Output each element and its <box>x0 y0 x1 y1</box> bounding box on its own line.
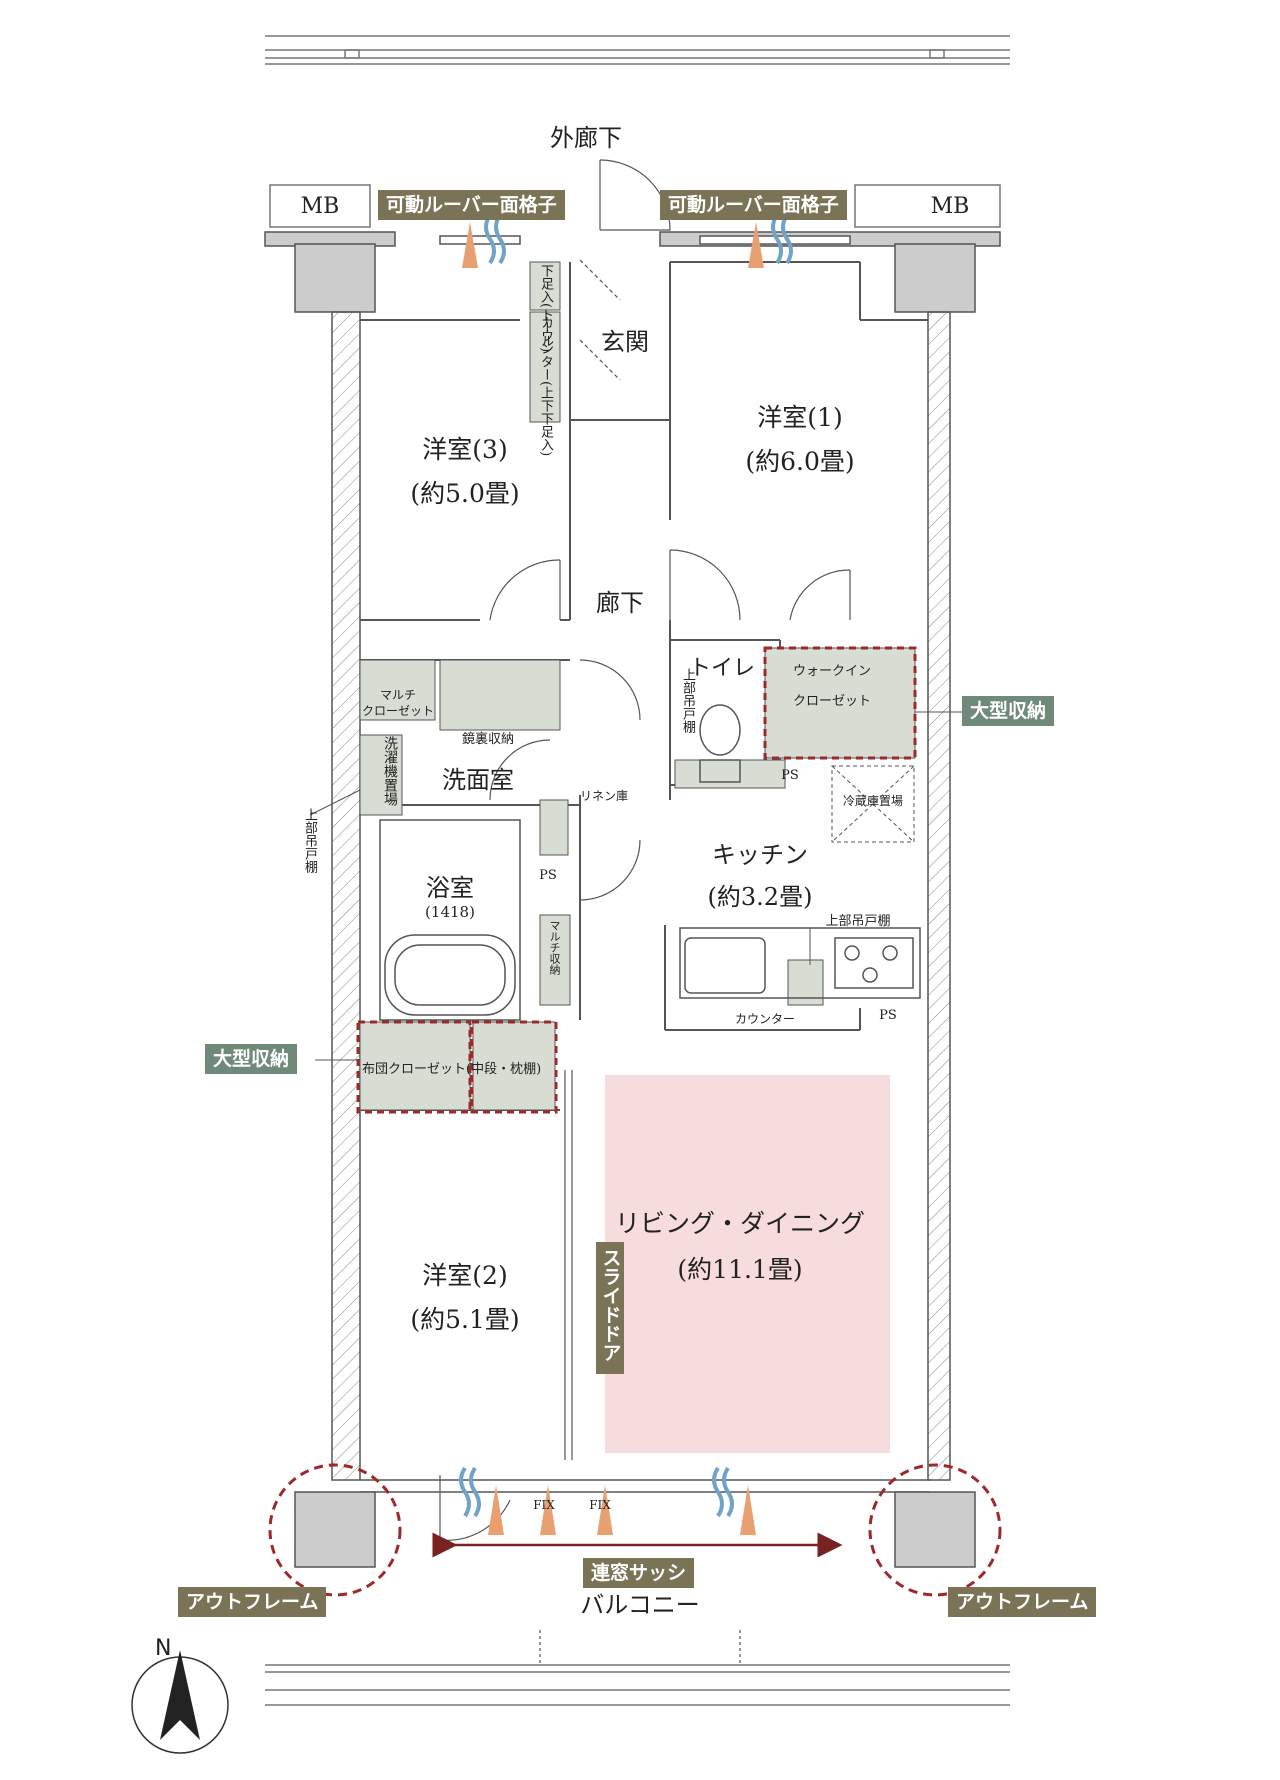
bathroom-name: 浴室 <box>426 874 474 902</box>
airflow-arrows-bottom <box>459 1466 756 1535</box>
multi-closet-label-2: クローゼット <box>361 704 435 718</box>
column-bottom-right <box>894 1491 976 1568</box>
walkin-label-2: クローゼット <box>792 694 872 709</box>
large-storage-left-tag: 大型収納 <box>205 1044 298 1074</box>
kitchen-area: (約3.2畳) <box>707 883 813 911</box>
linen-label: リネン庫 <box>580 789 629 803</box>
callout-lines <box>309 711 965 1061</box>
compass <box>131 1650 229 1754</box>
balcony-label: バルコニー <box>580 1591 700 1619</box>
ldk-name: リビング・ダイニング <box>614 1209 866 1238</box>
futon-label: 布団クローゼット(中段・枕棚) <box>362 1062 542 1077</box>
column-top-right <box>894 243 976 313</box>
counter-label: カウンター <box>734 1012 796 1026</box>
large-storage-outlines <box>356 646 917 1114</box>
mirror-storage-label: 鏡裏収納 <box>461 732 515 747</box>
window-sash-line <box>360 1479 930 1493</box>
ps-label-1: PS <box>781 768 799 783</box>
multi-closet-label-1: マルチ <box>379 688 417 702</box>
fridge-label: 冷蔵庫置場 <box>842 794 904 808</box>
bathtub <box>379 819 521 1021</box>
room3-area: (約5.0畳) <box>410 479 520 508</box>
entrance-label: 玄関 <box>601 328 649 356</box>
ps-label-2: PS <box>539 868 557 883</box>
ldk-area: (約11.1畳) <box>677 1255 803 1284</box>
slide-door-tag: スライドドア <box>596 1242 624 1374</box>
ps-label-3: PS <box>879 1008 897 1023</box>
room2-name: 洋室(2) <box>422 1261 508 1290</box>
slide-door-tag-text: スライドドア <box>599 1248 622 1362</box>
kitchen-name: キッチン <box>712 841 808 869</box>
louver-right-tag: 可動ルーバー面格子 <box>660 190 847 220</box>
room2-area: (約5.1畳) <box>410 1305 520 1334</box>
outframe-right-tag: アウトフレーム <box>948 1587 1097 1617</box>
top-label: 外廊下 <box>550 124 622 152</box>
walkin-label-1: ウォークイン <box>792 664 872 679</box>
large-storage-right-tag: 大型収納 <box>962 696 1055 726</box>
outframe-circle-right <box>868 1463 1002 1597</box>
room1-area: (約6.0畳) <box>745 447 855 476</box>
window-sash-tag: 連窓サッシ <box>583 1558 695 1588</box>
airflow-arrows-top <box>462 213 793 268</box>
outframe-circle-left <box>268 1463 402 1597</box>
ldk-area <box>605 1075 890 1453</box>
mb-right-label: MB <box>930 194 970 219</box>
upper-cabinet-kitchen-label: 上部吊戸棚 <box>825 914 891 929</box>
upper-cabinet-wall-label: 上部吊戸棚 <box>302 808 317 873</box>
corridor-label: 廊下 <box>596 589 644 617</box>
wall-right <box>927 311 951 1481</box>
slide-door-rail <box>564 1070 573 1460</box>
mb-left-label: MB <box>300 194 340 219</box>
column-bottom-left <box>294 1491 376 1568</box>
washer-label: 洗濯機置場 <box>382 736 398 806</box>
outframe-left-tag: アウトフレーム <box>178 1587 327 1617</box>
front-wall <box>264 231 1001 247</box>
column-top-left <box>294 243 376 313</box>
mb-box-right <box>854 184 1001 228</box>
toilet-label: トイレ <box>688 656 756 681</box>
mb-box-left <box>269 184 371 228</box>
bathroom-size: (1418) <box>425 903 475 921</box>
room1-name: 洋室(1) <box>757 403 843 432</box>
compass-north-label: N <box>155 1636 172 1661</box>
outer-corridor-rail <box>265 35 1010 65</box>
balcony-rail <box>265 1630 1010 1706</box>
kitchen-counter <box>679 927 921 999</box>
multi-storage-label: マルチ収納 <box>548 920 561 975</box>
shoe-upper-label: 下足入(トール) <box>538 264 553 353</box>
fix-label-1: FIX <box>533 1498 555 1512</box>
fridge-space <box>831 765 915 843</box>
wall-left <box>331 311 361 1481</box>
room3-name: 洋室(3) <box>422 435 508 464</box>
fix-label-2: FIX <box>589 1498 611 1512</box>
louver-left-tag: 可動ルーバー面格子 <box>378 190 565 220</box>
storage-areas <box>359 261 916 1111</box>
toilet-fixture <box>699 704 741 783</box>
washroom-label: 洗面室 <box>442 766 514 794</box>
counter-shoe-label: カウンター(上下下足入) <box>538 316 553 457</box>
upper-cabinet-toilet-label: 上部吊戸棚 <box>680 668 695 733</box>
